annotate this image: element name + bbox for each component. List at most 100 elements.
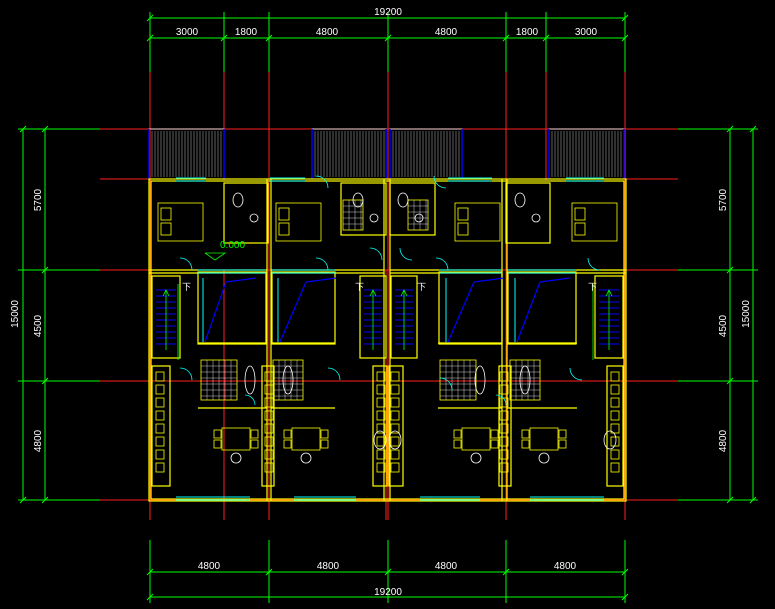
cabinet	[376, 462, 386, 473]
stair-down-label-4: 下	[588, 282, 597, 292]
chair	[453, 429, 462, 439]
cabinet	[376, 423, 386, 434]
cabinet	[376, 384, 386, 395]
right-dim-3: 4800	[718, 429, 729, 452]
chair	[250, 439, 259, 449]
pillow	[278, 207, 290, 221]
pillow	[457, 207, 469, 221]
bathroom-wall	[340, 182, 387, 236]
bed	[157, 202, 204, 242]
right-dim-1: 5700	[718, 188, 729, 211]
cabinet	[264, 436, 274, 447]
top-total-dim: 19200	[374, 7, 402, 18]
dining-table	[461, 427, 491, 451]
cabinet	[155, 397, 165, 408]
cabinet	[499, 397, 509, 408]
chair	[320, 439, 329, 449]
top-dim-5: 1800	[516, 27, 539, 38]
bed	[275, 202, 322, 242]
door-swing	[179, 367, 193, 381]
outer-wall	[148, 178, 627, 502]
bottom-dim-1: 4800	[198, 561, 221, 572]
chair	[320, 429, 329, 439]
cabinet	[376, 449, 386, 460]
cabinet	[376, 436, 386, 447]
bottom-dimension-texts: 4800 4800 4800 4800 19200	[198, 561, 577, 598]
toilet	[232, 192, 244, 208]
bottom-dim-2: 4800	[317, 561, 340, 572]
cabinet	[376, 397, 386, 408]
cabinet	[155, 436, 165, 447]
door-swing	[327, 367, 341, 381]
door-swing	[315, 257, 329, 271]
cabinet	[610, 449, 620, 460]
cabinet	[499, 462, 509, 473]
window-sash	[516, 277, 571, 343]
room-wall	[438, 271, 503, 345]
door-swing	[587, 257, 601, 271]
plant	[230, 452, 242, 464]
cabinet	[264, 371, 274, 382]
door-swing	[495, 394, 507, 406]
door-swing	[399, 247, 413, 261]
bottom-dim-3: 4800	[435, 561, 458, 572]
door-swing	[569, 367, 583, 381]
stair-arrowhead-icon	[400, 289, 408, 297]
cabinet	[610, 410, 620, 421]
stair-down-label-3: 下	[417, 282, 426, 292]
toilet	[397, 192, 409, 208]
bathroom-wall	[223, 182, 269, 244]
bathroom-wall	[389, 182, 436, 236]
door-swing	[435, 257, 449, 271]
pillow	[574, 207, 586, 221]
cabinet	[155, 423, 165, 434]
cabinet	[390, 371, 400, 382]
stair-arrowhead-icon	[605, 289, 613, 297]
stair-core-wall	[359, 275, 387, 359]
level-mark-text: 0.000	[220, 240, 245, 251]
bathtub	[474, 365, 486, 395]
chair	[521, 439, 530, 449]
stair-down-labels: 下 下 下 下	[182, 282, 597, 292]
door-swing	[439, 377, 453, 391]
cabinet	[155, 410, 165, 421]
cabinet	[499, 371, 509, 382]
left-dim-2: 4500	[33, 314, 44, 337]
left-dim-1: 5700	[33, 188, 44, 211]
bottom-dim-4: 4800	[554, 561, 577, 572]
closet-wall	[388, 365, 404, 487]
closet-wall	[372, 365, 388, 487]
bathtub	[282, 365, 294, 395]
cabinet	[155, 462, 165, 473]
window-sash	[447, 277, 505, 343]
cabinet	[264, 449, 274, 460]
pillow	[457, 222, 469, 236]
door-swing	[369, 247, 383, 261]
bottom-total-dim: 19200	[374, 587, 402, 598]
chair	[490, 429, 499, 439]
toilet	[514, 192, 526, 208]
room-wall	[507, 271, 577, 345]
stair-arrowhead-icon	[369, 289, 377, 297]
bathroom-floor	[509, 359, 541, 401]
level-marker: 0.000	[204, 240, 245, 261]
chair	[558, 439, 567, 449]
cabinet	[610, 384, 620, 395]
plant	[470, 452, 482, 464]
cabinet	[264, 410, 274, 421]
left-dimension-texts: 15000 5700 4500 4800	[10, 188, 44, 452]
cabinet	[264, 423, 274, 434]
balconies	[148, 128, 625, 180]
top-dim-3: 4800	[316, 27, 339, 38]
right-dimension-texts: 5700 4500 4800 15000	[718, 188, 752, 452]
stair-arrowhead-icon	[162, 289, 170, 297]
cabinet	[390, 423, 400, 434]
chair	[558, 429, 567, 439]
dining-table	[221, 427, 251, 451]
bathroom-wall	[505, 182, 551, 244]
stair-core-wall	[390, 275, 418, 359]
door-swing	[315, 175, 329, 189]
cabinet	[390, 449, 400, 460]
sink	[369, 213, 379, 223]
door-swing	[179, 257, 193, 271]
